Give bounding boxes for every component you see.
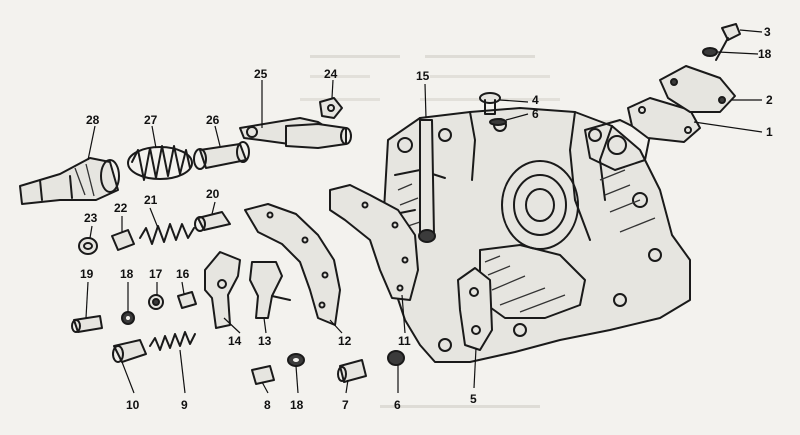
part-4-pin [479, 92, 501, 115]
callout-9: 9 [181, 398, 188, 412]
callout-4: 4 [532, 93, 539, 107]
part-1-cover-gasket [627, 97, 701, 143]
callout-28: 28 [86, 113, 100, 127]
part-18-washer-top [702, 47, 718, 57]
part-2-cover-plate [659, 65, 736, 113]
leader-lines [85, 29, 763, 394]
part-7-plug [337, 359, 367, 383]
callout-22: 22 [114, 201, 128, 215]
callout-2: 2 [766, 93, 773, 107]
callout-13: 13 [258, 334, 272, 348]
callout-26: 26 [206, 113, 220, 127]
callout-6-bottom: 6 [394, 398, 401, 412]
callout-8: 8 [264, 398, 271, 412]
part-18-washer-bottom [287, 353, 305, 367]
callout-18-left: 18 [120, 267, 134, 281]
callout-labels: 1 2 3 4 5 6 6 7 8 9 10 11 12 13 14 15 16… [80, 25, 773, 412]
part-6-nut-bottom [387, 350, 405, 366]
part-16-pin [177, 291, 197, 309]
part-5-shift-bracket [457, 267, 493, 351]
callout-16: 16 [176, 267, 190, 281]
part-24-nut [319, 97, 343, 119]
part-22-cap [111, 229, 135, 251]
part-10-shaft-end [112, 339, 147, 363]
part-28-housing [19, 157, 120, 205]
part-9-spring [149, 331, 196, 351]
callout-23: 23 [84, 211, 98, 225]
callout-10: 10 [126, 398, 140, 412]
callout-5: 5 [470, 392, 477, 406]
callout-17: 17 [149, 267, 163, 281]
part-15-stud [418, 119, 436, 243]
part-21-spring [139, 223, 195, 245]
callout-27: 27 [144, 113, 158, 127]
part-13-fork [249, 261, 291, 319]
callout-3: 3 [764, 25, 771, 39]
part-26-sleeve [193, 141, 250, 170]
callout-12: 12 [338, 334, 352, 348]
callout-18-top: 18 [758, 47, 772, 61]
callout-11: 11 [398, 334, 411, 348]
callout-14: 14 [228, 334, 242, 348]
callout-19: 19 [80, 267, 94, 281]
part-11-gasket [329, 184, 419, 301]
callout-24: 24 [324, 67, 338, 81]
part-14-fork [204, 251, 241, 329]
part-8-cap [251, 365, 275, 385]
callout-25: 25 [254, 67, 268, 81]
callout-15: 15 [416, 69, 430, 83]
part-20-plunger [194, 211, 231, 232]
part-27-spring [127, 145, 193, 181]
part-23-ring [78, 237, 98, 255]
part-3-bolt [715, 23, 741, 61]
part-25-lever [239, 117, 352, 149]
callout-7: 7 [342, 398, 349, 412]
part-19-bolt [71, 315, 103, 333]
callout-1: 1 [766, 125, 773, 139]
callout-6-top: 6 [532, 107, 539, 121]
callout-18-bottom: 18 [290, 398, 304, 412]
part-6-washer-top [489, 118, 507, 126]
callout-20: 20 [206, 187, 220, 201]
callout-21: 21 [144, 193, 158, 207]
part-18-washer-left [121, 311, 135, 325]
part-17-ball [148, 294, 164, 310]
